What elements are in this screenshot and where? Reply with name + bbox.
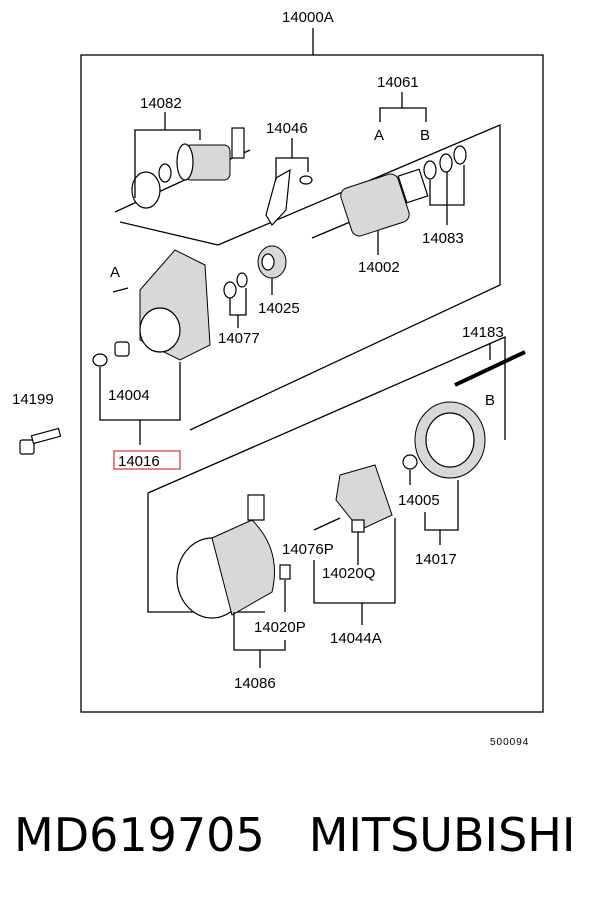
label-14002[interactable]: 14002 (358, 259, 400, 276)
label-14183[interactable]: 14183 (462, 324, 504, 341)
highlight-14016 (113, 450, 181, 470)
armature-part (311, 168, 429, 239)
label-14005[interactable]: 14005 (398, 492, 440, 509)
brand-name: MITSUBISHI (308, 808, 576, 862)
washers-part (423, 145, 467, 180)
solenoid-part (131, 127, 245, 209)
label-14025[interactable]: 14025 (258, 300, 300, 317)
through-bolt (454, 350, 526, 387)
label-14077[interactable]: 14077 (218, 330, 260, 347)
label-14199[interactable]: 14199 (12, 391, 54, 408)
exploded-parts-diagram: 14000A 14082 14046 14061 A B 14002 (12, 9, 544, 748)
label-14020Q[interactable]: 14020Q (322, 565, 375, 582)
label-14076P[interactable]: 14076P (282, 541, 334, 558)
brush-holder-part (335, 464, 393, 533)
label-14017[interactable]: 14017 (415, 551, 457, 568)
label-a-bolt[interactable]: A (110, 264, 120, 281)
label-b-screw[interactable]: B (485, 392, 495, 409)
figure-code: 500094 (490, 737, 529, 748)
label-14086[interactable]: 14086 (234, 675, 276, 692)
bolt-14199 (19, 427, 62, 455)
stop-ring-part (223, 272, 248, 299)
label-14004[interactable]: 14004 (108, 387, 150, 404)
label-14020P[interactable]: 14020P (254, 619, 306, 636)
label-14000A[interactable]: 14000A (282, 9, 334, 26)
label-14083[interactable]: 14083 (422, 230, 464, 247)
label-14061[interactable]: 14061 (377, 74, 419, 91)
pinion-part (257, 245, 287, 279)
label-14044A[interactable]: 14044A (330, 630, 382, 647)
label-14061-b[interactable]: B (420, 127, 430, 144)
assembly-frame (80, 54, 544, 713)
label-14046[interactable]: 14046 (266, 120, 308, 137)
label-14082[interactable]: 14082 (140, 95, 182, 112)
part-number: MD619705 (14, 808, 265, 862)
yoke-part (176, 494, 291, 619)
front-bracket-part (92, 249, 211, 367)
drive-lever-part (265, 168, 313, 226)
label-14016[interactable]: 14016 (118, 453, 160, 470)
label-14061-a[interactable]: A (374, 127, 384, 144)
footer: MD619705 MITSUBISHI (14, 808, 594, 878)
